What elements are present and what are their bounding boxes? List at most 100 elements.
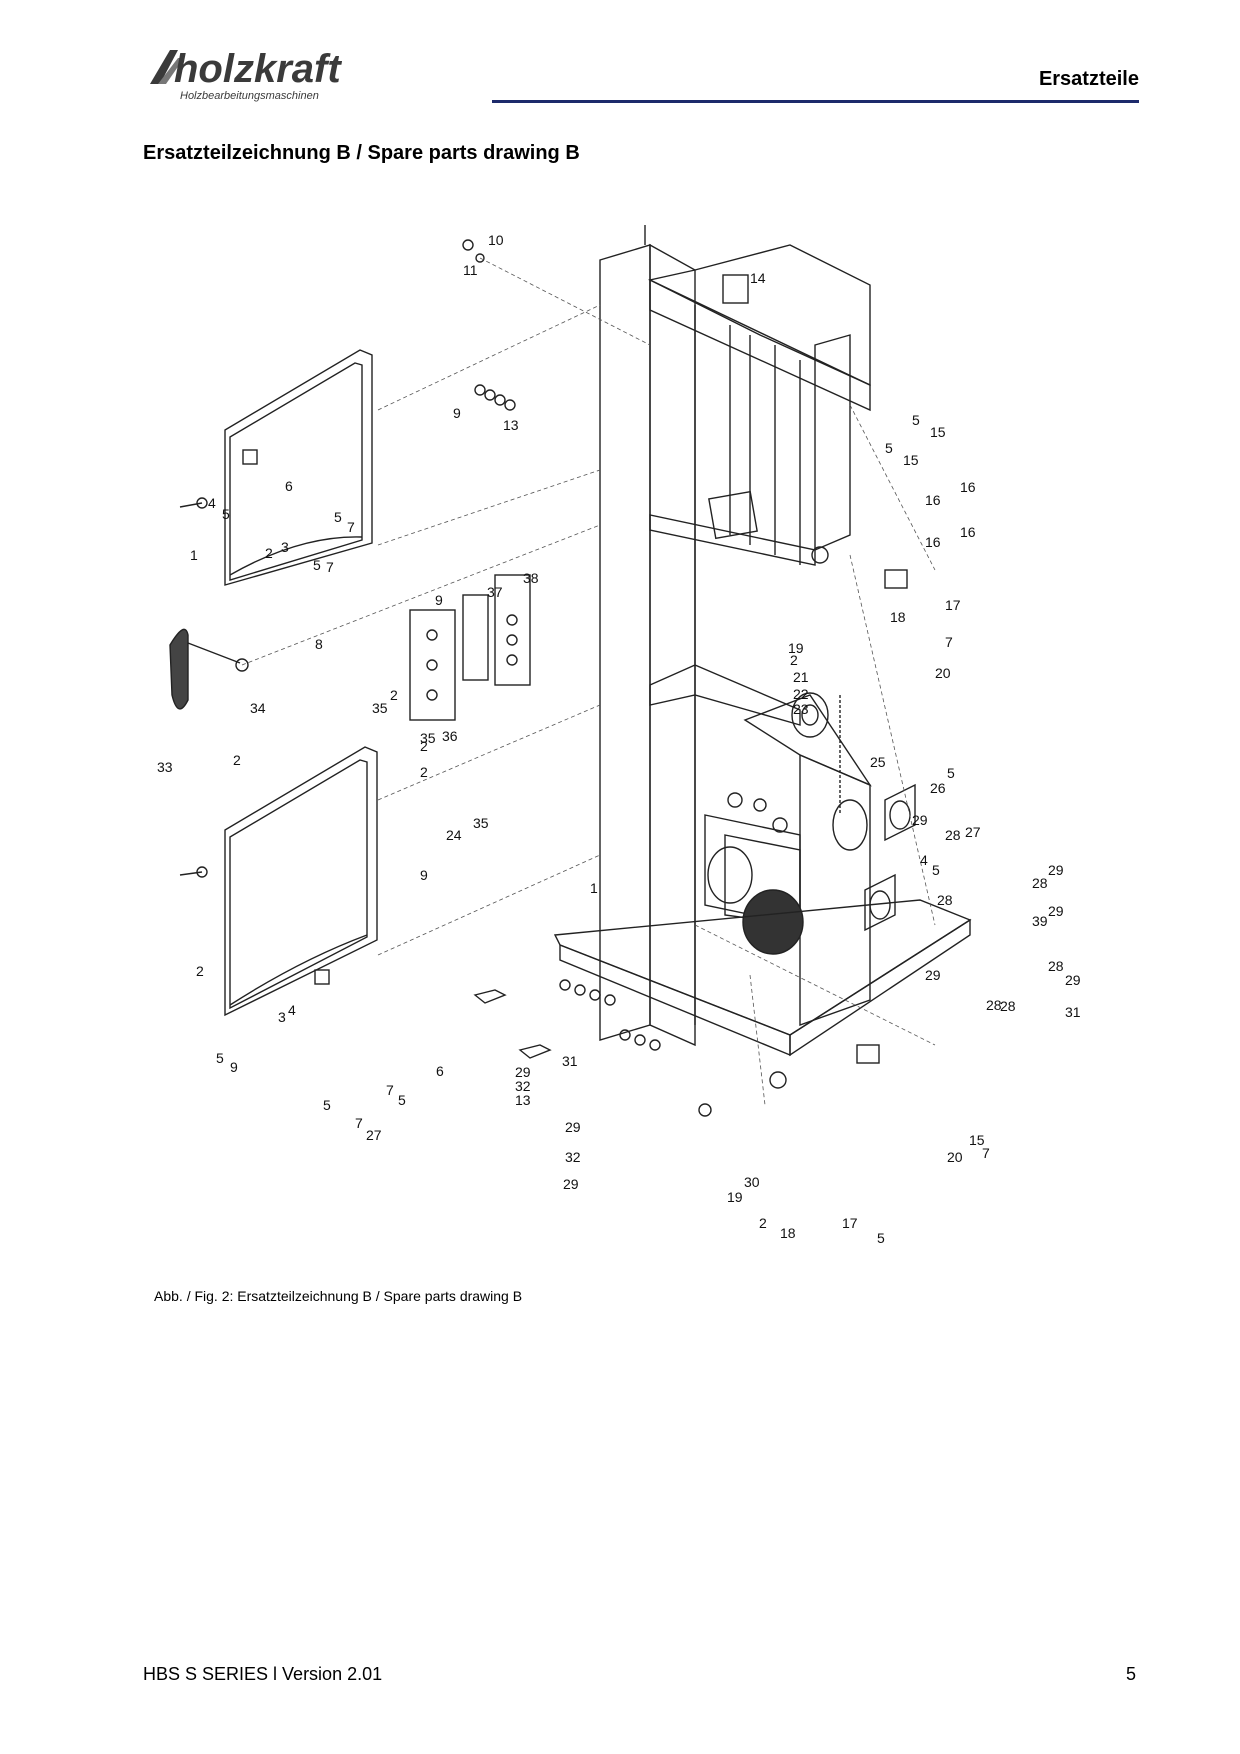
part-label: 7 [982, 1145, 990, 1161]
part-label: 23 [793, 701, 809, 717]
part-label: 16 [925, 534, 941, 550]
part-label: 4 [208, 495, 216, 511]
part-label: 2 [196, 963, 204, 979]
page-title: Ersatzteilzeichnung B / Spare parts draw… [143, 142, 580, 164]
part-label: 2 [265, 545, 273, 561]
part-label: 20 [947, 1149, 963, 1165]
part-label: 2 [420, 764, 428, 780]
part-label: 15 [969, 1132, 985, 1148]
part-label: 28 [937, 892, 953, 908]
part-label: 28 [1032, 875, 1048, 891]
part-label: 2 [759, 1215, 767, 1231]
part-label: 2 [420, 738, 428, 754]
part-label: 29 [563, 1176, 579, 1192]
part-label: 5 [323, 1097, 331, 1113]
part-label: 5 [313, 557, 321, 573]
bottom-hardware [473, 979, 712, 1117]
part-label: 29 [912, 812, 928, 828]
part-label: 5 [912, 412, 920, 428]
part-label: 19 [727, 1189, 743, 1205]
part-label: 7 [355, 1115, 363, 1131]
part-label: 9 [453, 405, 461, 421]
part-label: 31 [562, 1053, 578, 1069]
part-label: 30 [744, 1174, 760, 1190]
part-label: 8 [315, 636, 323, 652]
part-label: 28 [945, 827, 961, 843]
part-label: 16 [925, 492, 941, 508]
part-label: 32 [565, 1149, 581, 1165]
part-label: 20 [935, 665, 951, 681]
part-label: 28 [1048, 958, 1064, 974]
part-label: 32 [515, 1078, 531, 1094]
part-label: 18 [780, 1225, 796, 1241]
part-label: 17 [945, 597, 961, 613]
part-label: 9 [435, 592, 443, 608]
part-label: 13 [503, 417, 519, 433]
part-label: 7 [347, 519, 355, 535]
part-label: 2 [790, 652, 798, 668]
upper-door [179, 349, 373, 586]
part-label: 5 [222, 506, 230, 522]
part-label: 16 [960, 479, 976, 495]
part-label: 3 [281, 539, 289, 555]
part-label: 6 [285, 478, 293, 494]
part-label: 10 [488, 232, 504, 248]
header-rule [492, 100, 1139, 103]
part-label: 35 [420, 730, 436, 746]
figure-caption: Abb. / Fig. 2: Ersatzteilzeichnung B / S… [154, 1288, 523, 1304]
part-label: 31 [1065, 1004, 1080, 1020]
part-label: 24 [446, 827, 462, 843]
part-label: 29 [925, 967, 941, 983]
part-label: 34 [250, 700, 266, 716]
part-label: 9 [420, 867, 428, 883]
part-label: 28 [986, 997, 1002, 1013]
part-label: 29 [1048, 862, 1064, 878]
part-label: 5 [885, 440, 893, 456]
part-label: 5 [877, 1230, 885, 1246]
part-label: 22 [793, 686, 809, 702]
right-components [708, 490, 916, 1089]
lower-door [179, 746, 378, 1017]
part-label: 36 [442, 728, 458, 744]
part-label: 9 [230, 1059, 238, 1075]
logo-subtitle: Holzbearbeitungsmaschinen [180, 90, 319, 102]
part-label: 29 [1048, 903, 1064, 919]
handle-assembly [169, 574, 531, 721]
part-label: 11 [463, 262, 478, 278]
part-label: 26 [930, 780, 946, 796]
part-label: 5 [216, 1050, 224, 1066]
part-label: 17 [842, 1215, 858, 1231]
part-label: 5 [932, 862, 940, 878]
part-label: 7 [326, 559, 334, 575]
part-label: 19 [788, 640, 804, 656]
top-parts [462, 225, 749, 411]
part-label: 15 [930, 424, 946, 440]
section-heading: Ersatzteile [1038, 68, 1139, 90]
page-number: 5 [1125, 1664, 1136, 1684]
part-number-labels: 12 10 11 14 13 9 6 4 5 5 7 1 2 3 5 7 9 8… [157, 232, 1080, 1246]
part-label: 4 [920, 852, 928, 868]
part-label: 13 [515, 1092, 531, 1108]
part-label: 1 [590, 880, 598, 896]
footer-version: HBS S SERIES l Version 2.01 [143, 1664, 383, 1684]
holzkraft-logo: holzkraft Holzbearbeitungsmaschinen [150, 47, 342, 102]
leader-lines [241, 257, 936, 1106]
part-label: 2 [390, 687, 398, 703]
part-label: 21 [793, 669, 809, 685]
part-label: 14 [750, 270, 766, 286]
part-label: 35 [473, 815, 489, 831]
part-label: 6 [436, 1063, 444, 1079]
part-label: 2 [233, 752, 241, 768]
part-label: 27 [366, 1127, 382, 1143]
part-label: 29 [515, 1064, 531, 1080]
spare-parts-drawing: 12 10 11 14 13 9 6 4 5 5 7 1 2 3 5 7 9 8… [157, 225, 1080, 1246]
part-label: 5 [947, 765, 955, 781]
part-label: 18 [890, 609, 906, 625]
part-label: 5 [334, 509, 342, 525]
part-label: 37 [487, 584, 503, 600]
main-frame [553, 243, 972, 1057]
part-label: 16 [960, 524, 976, 540]
part-label: 25 [870, 754, 886, 770]
part-label: 29 [1065, 972, 1080, 988]
part-label: 39 [1032, 913, 1048, 929]
